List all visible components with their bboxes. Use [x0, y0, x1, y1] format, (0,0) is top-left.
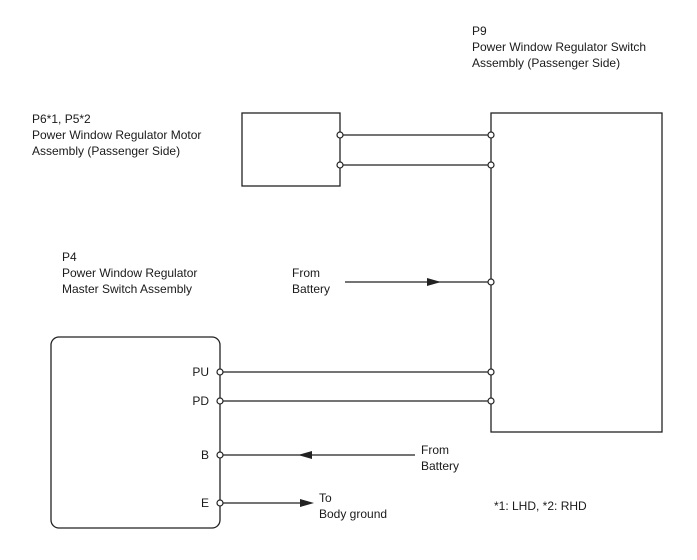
switch-name-line2: Assembly (Passenger Side): [472, 56, 621, 70]
switch-assembly-box: [490, 112, 663, 433]
terminal-icon: [336, 161, 344, 169]
master-name-line2: Master Switch Assembly: [62, 282, 193, 296]
terminal-icon: [487, 278, 495, 286]
arrow-left-icon: [298, 451, 312, 459]
motor-code: P6*1, P5*2: [32, 112, 91, 126]
terminal-icon: [487, 131, 495, 139]
master-switch-box: [50, 336, 221, 529]
footnote: *1: LHD, *2: RHD: [494, 499, 587, 513]
battery-lower-line1: From: [421, 443, 449, 457]
terminal-icon: [487, 368, 495, 376]
pin-label-pu: PU: [192, 365, 209, 379]
battery-lower-line2: Battery: [421, 459, 460, 473]
master-code: P4: [62, 250, 77, 264]
ground-label: To Body ground: [319, 490, 387, 522]
terminal-icon: [216, 368, 224, 376]
master-name-line1: Power Window Regulator: [62, 266, 198, 280]
battery-upper-line1: From: [292, 266, 320, 280]
motor-assembly-box: [241, 112, 341, 187]
arrow-right-icon: [300, 499, 314, 507]
ground-line1: To: [319, 491, 332, 505]
ground-line2: Body ground: [319, 507, 388, 521]
master-switch-label: P4 Power Window Regulator Master Switch …: [62, 249, 197, 297]
arrow-right-icon: [427, 278, 441, 286]
battery-source-label-lower: From Battery: [421, 442, 459, 474]
terminal-icon: [336, 131, 344, 139]
pin-label-e: E: [200, 496, 209, 510]
motor-name-line2: Assembly (Passenger Side): [32, 144, 181, 158]
terminal-icon: [216, 499, 224, 507]
terminal-icon: [487, 397, 495, 405]
switch-code: P9: [472, 24, 487, 38]
battery-source-label-upper: From Battery: [292, 265, 330, 297]
pin-label-pd: PD: [192, 394, 209, 408]
motor-name-line1: Power Window Regulator Motor: [32, 128, 202, 142]
switch-name-line1: Power Window Regulator Switch: [472, 40, 647, 54]
battery-upper-line2: Battery: [292, 282, 331, 296]
motor-assembly-label: P6*1, P5*2 Power Window Regulator Motor …: [32, 111, 201, 159]
pin-label-b: B: [200, 448, 209, 462]
terminal-icon: [216, 397, 224, 405]
terminal-icon: [487, 161, 495, 169]
terminal-icon: [216, 451, 224, 459]
switch-assembly-label: P9 Power Window Regulator Switch Assembl…: [472, 23, 646, 71]
